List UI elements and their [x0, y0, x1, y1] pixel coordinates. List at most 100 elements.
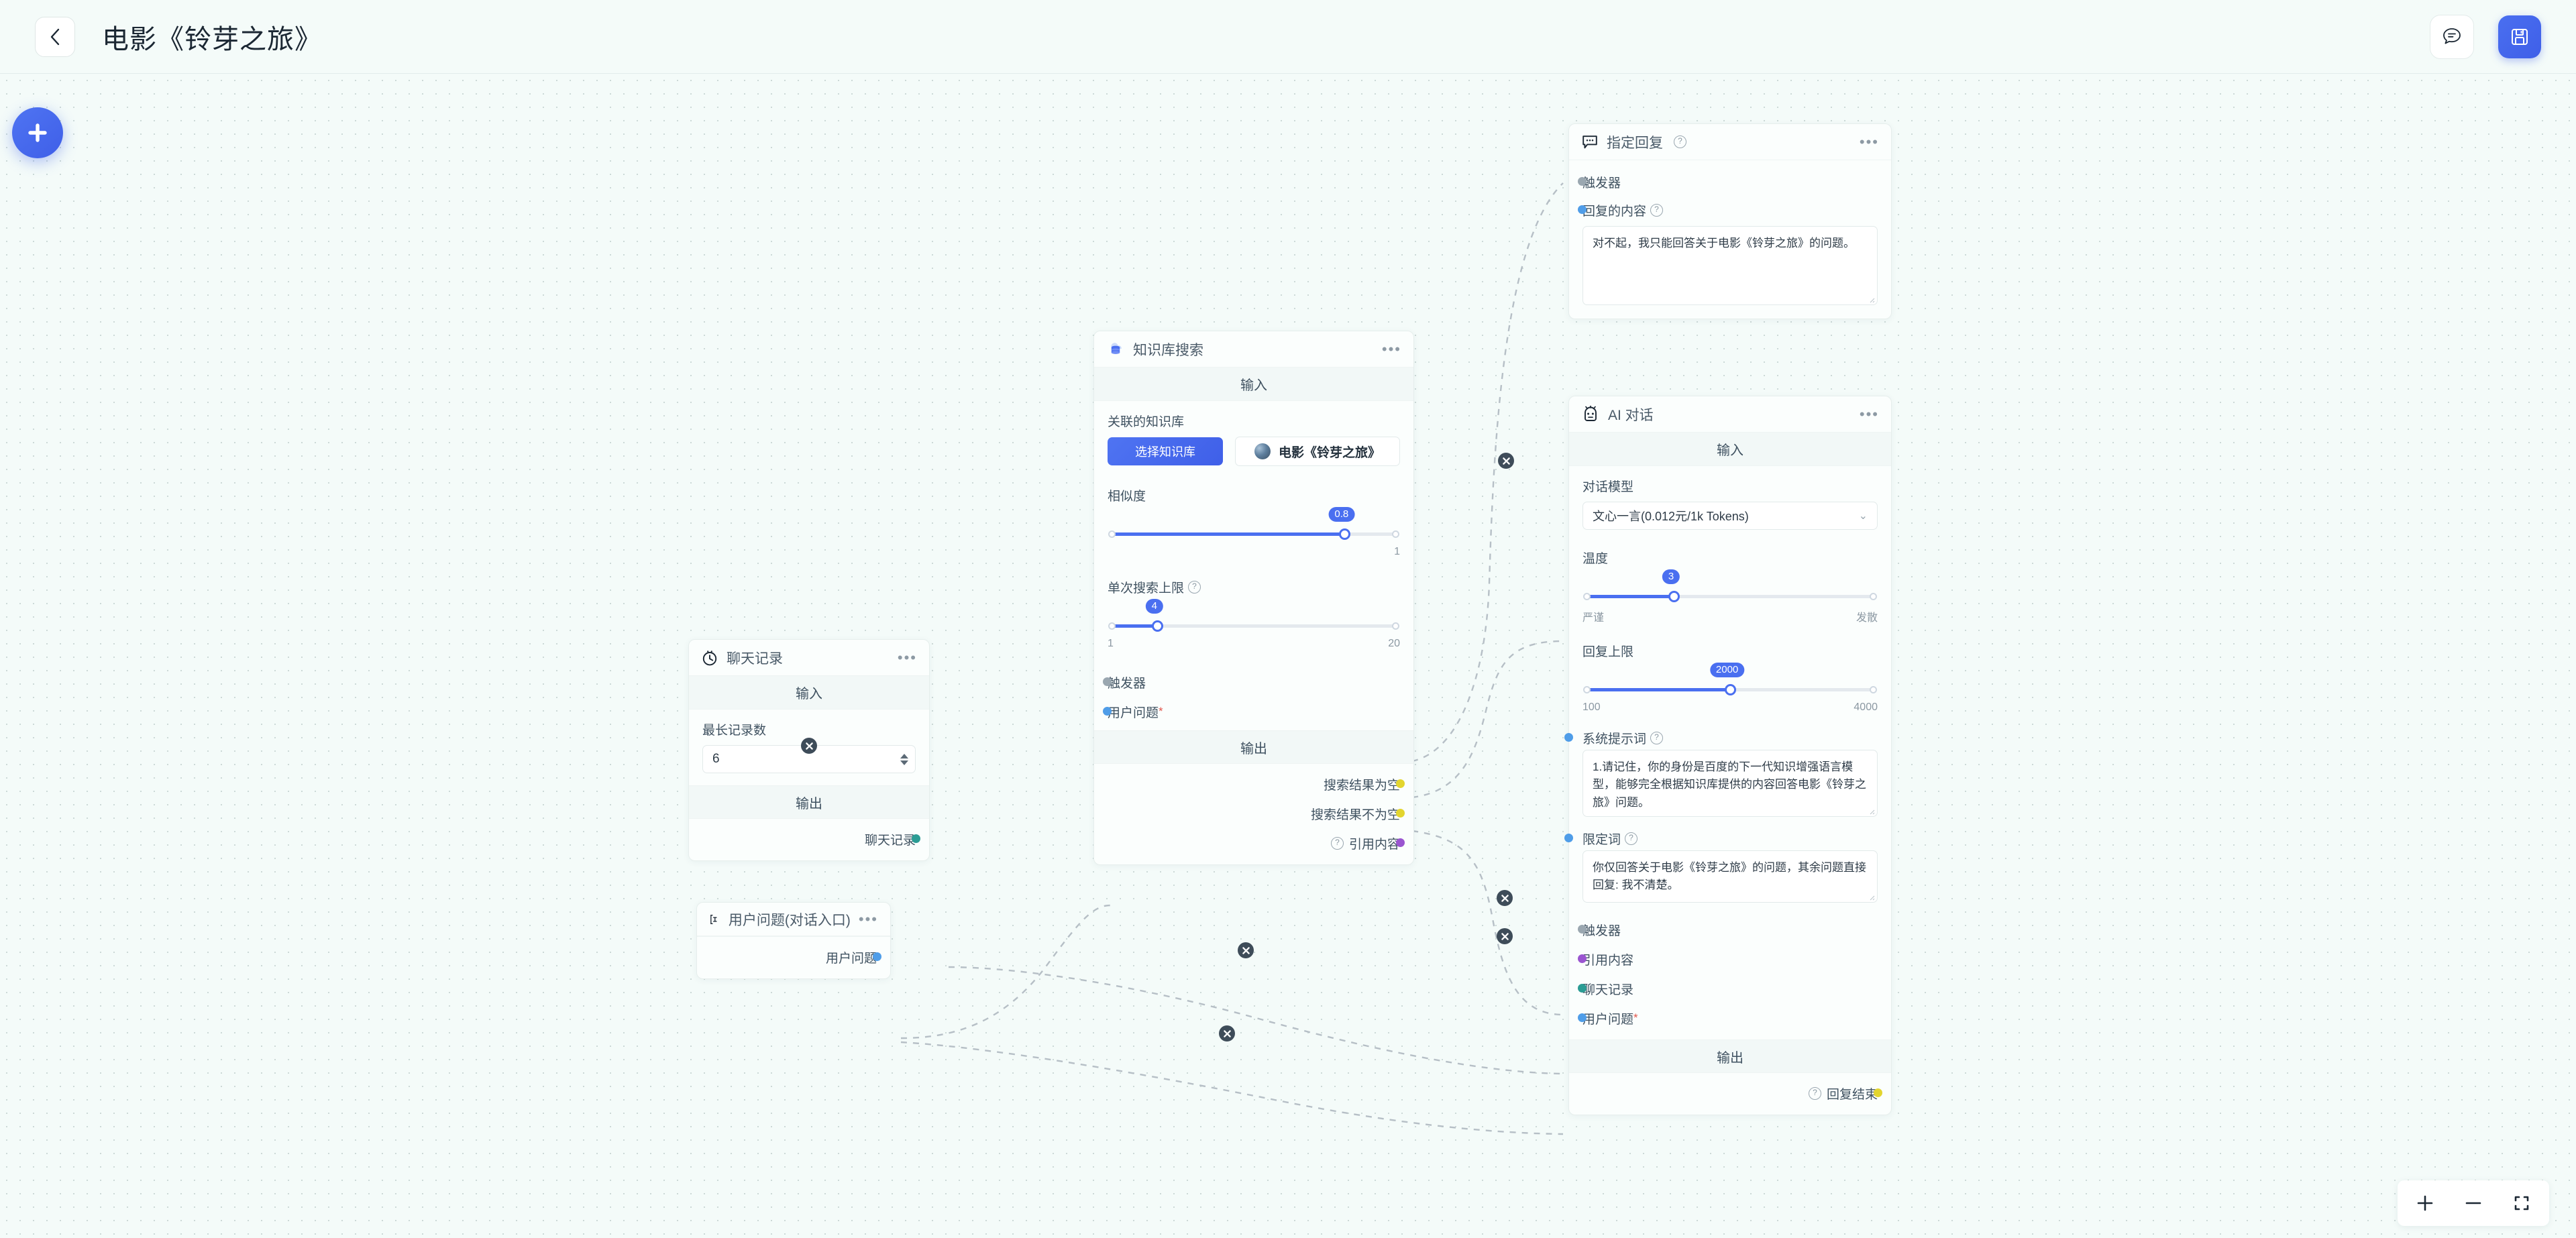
port-label: 聊天记录	[1582, 982, 1634, 997]
help-icon[interactable]: ?	[1625, 832, 1638, 845]
node-menu-button[interactable]: •••	[858, 910, 878, 927]
node-header[interactable]: 指定回复 ? •••	[1569, 124, 1891, 160]
input-port-quote-content[interactable]: 引用内容	[1578, 944, 1878, 974]
help-icon[interactable]: ?	[1650, 203, 1664, 217]
help-icon[interactable]: ?	[1330, 836, 1344, 850]
output-port-empty-result[interactable]: 搜索结果为空	[1108, 769, 1405, 799]
slider-knob[interactable]	[1668, 591, 1680, 602]
help-icon[interactable]: ?	[1650, 731, 1664, 744]
edge-delete-button[interactable]	[1219, 1025, 1235, 1042]
input-port-user-question[interactable]: 用户问题*	[1578, 1003, 1878, 1033]
port-dot-teal[interactable]	[1578, 984, 1587, 993]
node-chat-history[interactable]: 聊天记录 ••• 输入 最长记录数 6 输出 聊天记录	[688, 639, 930, 861]
node-title: 指定回复	[1607, 135, 1663, 151]
reply-limit-slider[interactable]: 2000	[1582, 663, 1878, 703]
node-header[interactable]: 知识库搜索 •••	[1094, 331, 1413, 368]
similarity-slider[interactable]: 0.8	[1108, 507, 1400, 547]
node-menu-button[interactable]: •••	[1859, 133, 1879, 150]
slider-knob[interactable]	[1724, 684, 1736, 695]
input-port-trigger[interactable]: 触发器	[1103, 667, 1400, 697]
port-dot-yellow[interactable]	[1396, 809, 1405, 818]
node-header[interactable]: AI 对话 •••	[1569, 396, 1891, 433]
resize-grip-icon[interactable]	[1867, 295, 1875, 303]
port-dot-purple[interactable]	[1396, 838, 1405, 847]
edge-delete-button[interactable]	[1498, 453, 1514, 469]
selected-knowledge-base-chip[interactable]: 电影《铃芽之旅》	[1235, 437, 1400, 466]
input-port-trigger[interactable]: 触发器	[1578, 915, 1878, 944]
temperature-label: 温度	[1582, 552, 1609, 566]
save-button[interactable]	[2498, 15, 2541, 58]
slider-knob[interactable]	[1338, 528, 1350, 540]
zoom-out-button[interactable]	[2453, 1184, 2494, 1223]
port-dot-blue[interactable]	[1564, 733, 1573, 742]
select-knowledge-base-button[interactable]: 选择知识库	[1108, 437, 1223, 465]
node-knowledge-base-search[interactable]: 知识库搜索 ••• 输入 关联的知识库 选择知识库 电影《铃芽之旅》 相似度	[1093, 331, 1414, 865]
edge-delete-button[interactable]	[1497, 890, 1513, 906]
input-port-restrict-word[interactable]: 限定词 ?	[1564, 826, 1878, 850]
node-fixed-reply[interactable]: 指定回复 ? ••• 触发器 回复的内容 ? 对不起，我只能回答关于电影《铃芽之…	[1568, 123, 1892, 319]
port-dot-yellow[interactable]	[1396, 779, 1405, 788]
port-dot-yellow[interactable]	[1874, 1088, 1882, 1097]
node-menu-button[interactable]: •••	[897, 649, 917, 666]
stepper-down-icon[interactable]	[900, 760, 908, 765]
slider-knob[interactable]	[1151, 620, 1163, 632]
edge-delete-button[interactable]	[801, 738, 817, 754]
output-port-chat-history[interactable]: 聊天记录	[702, 824, 920, 854]
help-icon[interactable]: ?	[1188, 581, 1201, 594]
resize-grip-icon[interactable]	[1867, 893, 1875, 901]
port-dot-gray[interactable]	[1103, 677, 1112, 686]
port-dot-blue[interactable]	[1103, 707, 1112, 716]
chevron-down-icon[interactable]: ⌄	[1858, 510, 1868, 522]
kb-field-label: 关联的知识库	[1108, 415, 1185, 429]
output-port-reply-done[interactable]: ? 回复结束	[1582, 1078, 1882, 1108]
system-prompt-textarea[interactable]: 1.请记住，你的身份是百度的下一代知识增强语言模型，能够完全根据知识库提供的内容…	[1582, 750, 1878, 817]
back-button[interactable]	[35, 16, 75, 57]
help-icon[interactable]: ?	[1808, 1086, 1821, 1100]
search-limit-slider[interactable]: 4	[1108, 599, 1400, 639]
slider-fill	[1112, 624, 1159, 628]
restrict-textarea[interactable]: 你仅回答关于电影《铃芽之旅》的问题，其余问题直接回复: 我不清楚。	[1582, 850, 1878, 903]
workflow-canvas[interactable]: 聊天记录 ••• 输入 最长记录数 6 输出 聊天记录	[0, 74, 2576, 1238]
text-input-icon	[710, 914, 717, 924]
system-prompt-block: 系统提示词 ? 1.请记住，你的身份是百度的下一代知识增强语言模型，能够完全根据…	[1564, 726, 1891, 821]
port-dot-blue[interactable]	[1564, 834, 1573, 842]
node-menu-button[interactable]: •••	[1859, 405, 1879, 423]
fit-to-screen-button[interactable]	[2501, 1184, 2542, 1223]
help-icon[interactable]: ?	[1674, 135, 1686, 148]
port-dot-gray[interactable]	[1578, 177, 1587, 186]
comment-button[interactable]	[2430, 14, 2474, 59]
port-dot-purple[interactable]	[1578, 954, 1587, 963]
reply-limit-label: 回复上限	[1582, 645, 1634, 659]
node-header[interactable]: 聊天记录 •••	[689, 640, 929, 676]
output-port-quote-content[interactable]: ? 引用内容	[1108, 828, 1405, 858]
output-port-user-question[interactable]: 用户问题	[710, 942, 881, 972]
port-dot-blue[interactable]	[1578, 1013, 1587, 1022]
input-port-chat-history[interactable]: 聊天记录	[1578, 974, 1878, 1003]
node-menu-button[interactable]: •••	[1381, 340, 1401, 357]
temperature-slider[interactable]: 3	[1582, 569, 1878, 610]
add-node-button[interactable]	[12, 107, 63, 158]
port-dot-gray[interactable]	[1578, 925, 1587, 934]
output-port-nonempty-result[interactable]: 搜索结果不为空	[1108, 799, 1405, 828]
edge-delete-button[interactable]	[1238, 942, 1254, 958]
model-select[interactable]: 文心一言(0.012元/1k Tokens) ⌄	[1582, 502, 1878, 530]
reply-content-textarea[interactable]: 对不起，我只能回答关于电影《铃芽之旅》的问题。	[1582, 226, 1878, 305]
node-header[interactable]: 用户问题(对话入口) •••	[697, 903, 890, 936]
input-port-system-prompt[interactable]: 系统提示词 ?	[1564, 726, 1878, 750]
output-ports: 用户问题	[697, 936, 890, 978]
edge-delete-button[interactable]	[1497, 928, 1513, 944]
port-label: 用户问题	[1582, 1012, 1634, 1027]
port-dot-blue[interactable]	[873, 952, 881, 961]
resize-grip-icon[interactable]	[1867, 807, 1875, 815]
number-stepper[interactable]	[900, 753, 908, 765]
input-port-trigger[interactable]: 触发器	[1578, 167, 1878, 196]
temperature-range: 严谨 发散	[1582, 608, 1878, 624]
node-ai-chat[interactable]: AI 对话 ••• 输入 对话模型 文心一言(0.012元/1k Tokens)…	[1564, 396, 1892, 1115]
node-user-question-entry[interactable]: 用户问题(对话入口) ••• 用户问题	[696, 902, 891, 979]
stepper-up-icon[interactable]	[900, 753, 908, 758]
port-dot-teal[interactable]	[912, 834, 920, 843]
input-port-user-question[interactable]: 用户问题*	[1103, 697, 1400, 726]
zoom-in-button[interactable]	[2404, 1184, 2446, 1223]
input-port-reply-content[interactable]: 回复的内容 ?	[1578, 196, 1878, 223]
port-dot-blue[interactable]	[1578, 205, 1587, 214]
